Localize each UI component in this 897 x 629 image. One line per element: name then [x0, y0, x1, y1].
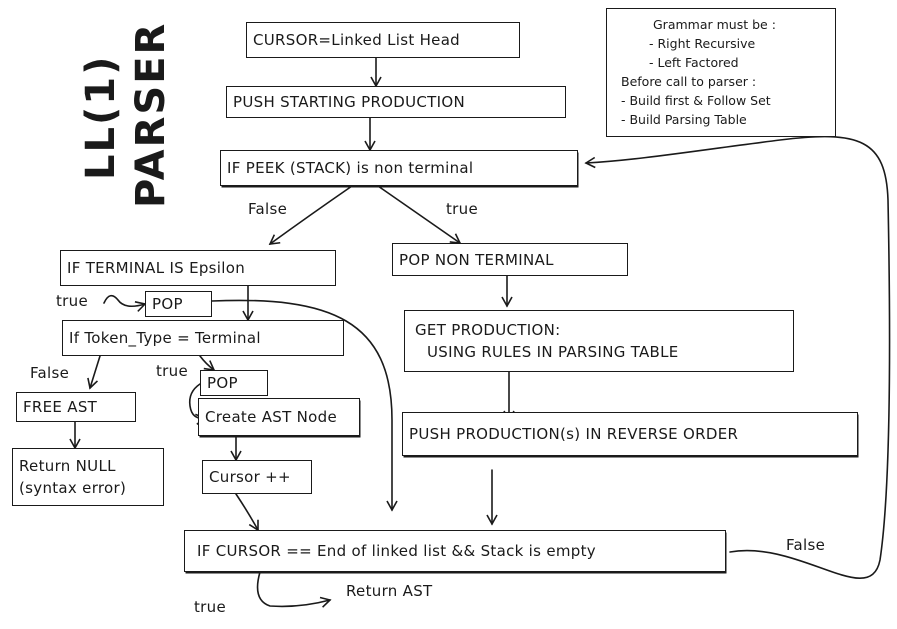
title-parser: PARSER [128, 21, 174, 208]
edge-end-false-loop [584, 135, 891, 580]
edge-peek-true [377, 185, 462, 244]
edge-token-true [199, 355, 216, 371]
label-peek-false: False [248, 200, 288, 218]
edge-cursorinc-to-end [235, 493, 259, 532]
label-end-true: true [194, 598, 226, 616]
label-peek-true: true [446, 200, 478, 218]
node-pop-epsilon: POP [145, 291, 212, 317]
note-line-first-follow: - Build first & Follow Set [621, 93, 771, 108]
edge-epsilon-true [103, 294, 147, 312]
node-cursor-inc: Cursor ++ [202, 460, 312, 494]
node-return-null: Return NULL (syntax error) [12, 448, 164, 506]
label-epsilon-true: true [56, 292, 88, 310]
node-return-ast: Return AST [346, 582, 433, 600]
node-if-cursor-end: IF CURSOR == End of linked list && Stack… [184, 530, 726, 572]
node-pop-nonterminal: POP NON TERMINAL [392, 243, 628, 276]
note-line-right-recursive: - Right Recursive [649, 36, 756, 51]
edge-end-true [256, 571, 332, 608]
node-if-peek: IF PEEK (STACK) is non terminal [220, 150, 578, 186]
node-pop-terminal: POP [200, 370, 268, 396]
node-get-production: GET PRODUCTION: USING RULES IN PARSING T… [404, 310, 794, 372]
edge-token-false [87, 355, 101, 390]
label-token-true: true [156, 362, 188, 380]
node-free-ast: FREE AST [16, 392, 136, 422]
note-line-before-call: Before call to parser : [621, 74, 757, 89]
requirements-note: Grammar must be : - Right Recursive - Le… [606, 8, 836, 137]
label-end-false: False [786, 536, 826, 554]
get-production-line1: GET PRODUCTION: [415, 321, 561, 339]
title-ll1: LL(1) [78, 54, 124, 180]
note-line-left-factored: - Left Factored [649, 55, 739, 70]
return-null-line2: (syntax error) [19, 479, 127, 497]
edge-peek-false [268, 185, 353, 245]
node-if-token-type: If Token_Type = Terminal [62, 320, 344, 356]
node-if-epsilon: IF TERMINAL IS Epsilon [60, 250, 336, 286]
node-cursor-init: CURSOR=Linked List Head [246, 22, 520, 58]
label-token-false: False [30, 364, 70, 382]
edge-pop-to-end [211, 299, 398, 512]
node-push-production: PUSH PRODUCTION(s) IN REVERSE ORDER [402, 412, 858, 456]
return-null-line1: Return NULL [19, 457, 116, 475]
node-create-ast: Create AST Node [198, 398, 360, 436]
node-push-start: PUSH STARTING PRODUCTION [226, 86, 566, 118]
get-production-line2: USING RULES IN PARSING TABLE [427, 343, 679, 361]
note-line-grammar: Grammar must be : [653, 17, 776, 32]
note-line-parsing-table: - Build Parsing Table [621, 112, 747, 127]
